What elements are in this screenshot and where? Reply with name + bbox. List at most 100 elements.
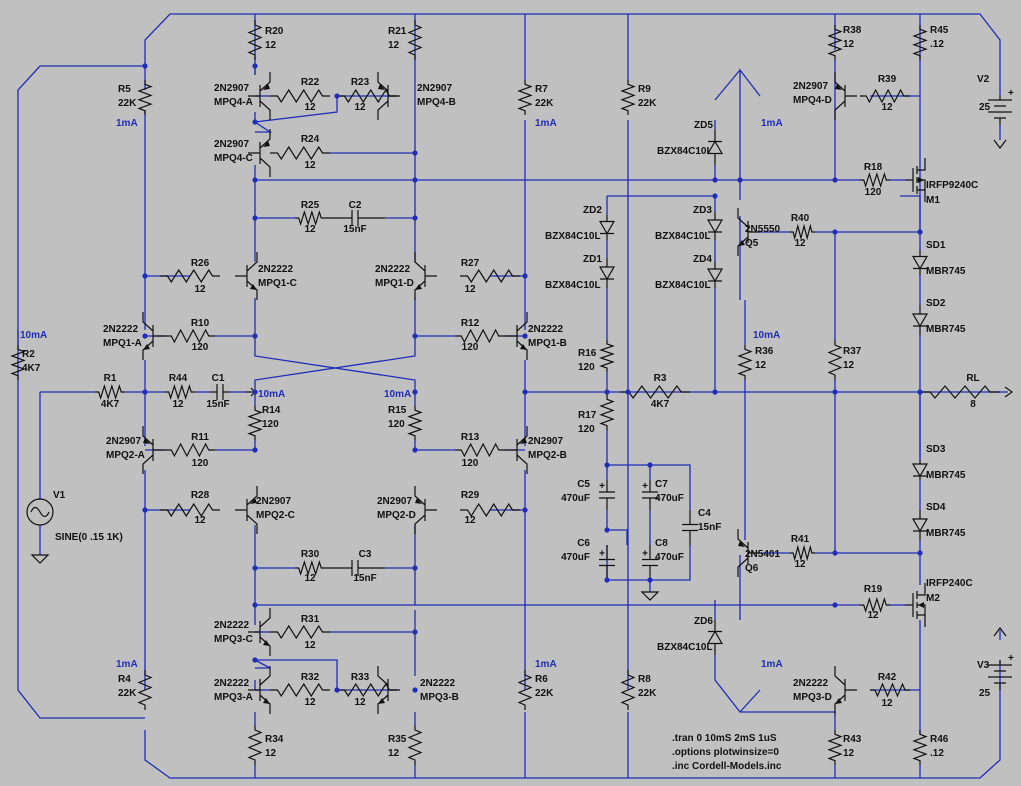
resistor-r29-value: 12 [464, 515, 476, 526]
resistor-r46[interactable]: R46.12 [912, 730, 949, 765]
transistor-q3c-name: MPQ3-C [214, 634, 253, 645]
junction-dot [412, 565, 418, 571]
junction-dot [252, 63, 258, 69]
resistor-r15-name: R15 [388, 405, 407, 416]
transistor-q5-name: Q5 [745, 238, 759, 249]
resistor-r42-value: 12 [881, 698, 893, 709]
resistor-r46-name: R46 [930, 734, 949, 745]
resistor-r45[interactable]: R45.12 [912, 25, 949, 60]
resistor-r43-name: R43 [843, 734, 862, 745]
supply-arrow-icon [993, 627, 1007, 637]
resistor-r27-name: R27 [461, 258, 480, 269]
resistor-rl[interactable]: RL8 [920, 373, 1000, 410]
resistor-r25-name: R25 [301, 200, 320, 211]
junction-dot [737, 177, 743, 183]
resistor-r39-name: R39 [878, 74, 897, 85]
